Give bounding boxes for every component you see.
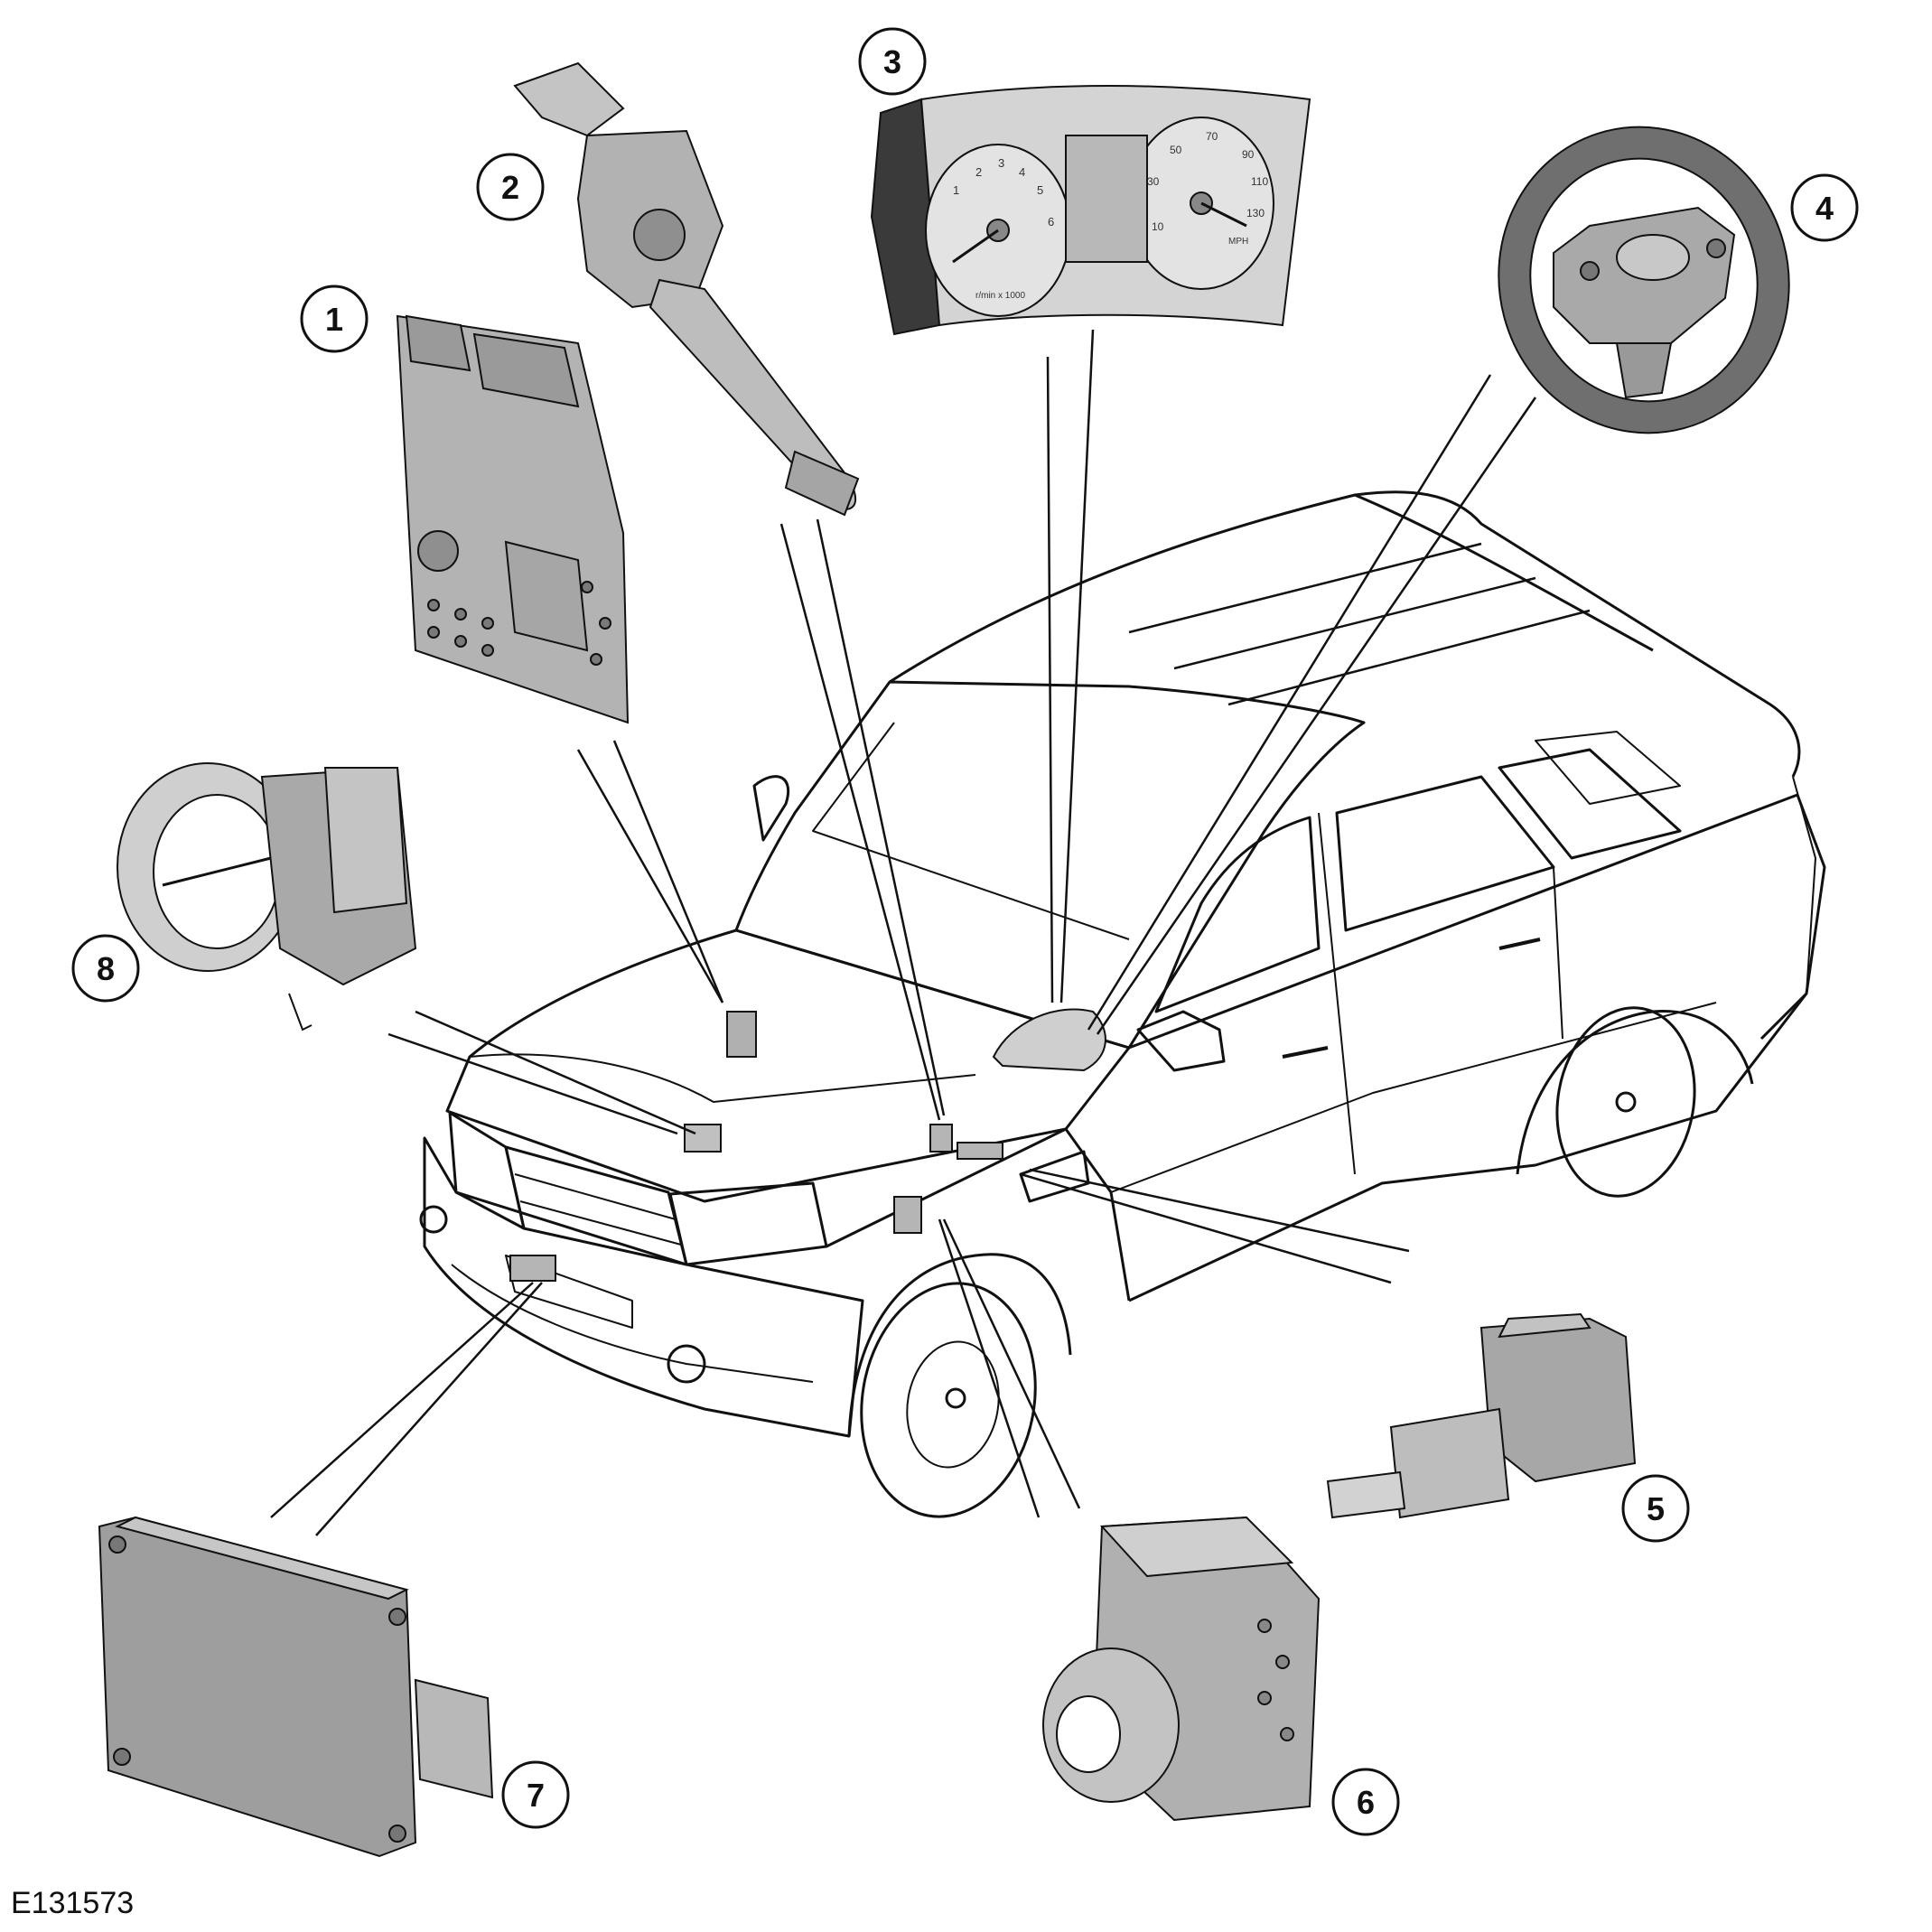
tacho-labels: 1 2 3 4 5 6 r/min x 1000	[953, 156, 1054, 301]
accelerator-pedal-icon	[513, 61, 860, 517]
tacho-tick-1: 1	[953, 183, 959, 197]
tacho-unit: r/min x 1000	[975, 291, 1025, 301]
callout-4-label: 4	[1815, 190, 1834, 227]
vehicle-outline	[419, 490, 1826, 1518]
speedo-tick-90: 90	[1242, 148, 1255, 161]
tacho-tick-2: 2	[975, 165, 982, 179]
callout-8-label: 8	[97, 950, 115, 987]
steering-wheel-icon	[1498, 126, 1790, 434]
callout-2-label: 2	[501, 169, 519, 206]
tacho-tick-5: 5	[1037, 183, 1043, 197]
vehicle-interior-parts	[509, 1008, 1106, 1282]
callout-7-label: 7	[527, 1777, 545, 1814]
callout-2: 2	[476, 153, 545, 221]
callout-8: 8	[71, 934, 140, 1003]
throttle-body-icon	[117, 762, 417, 1031]
callout-1: 1	[300, 285, 369, 353]
speedo-tick-110: 110	[1251, 175, 1268, 188]
speedo-tick-130: 130	[1246, 207, 1265, 219]
callout-6: 6	[1331, 1768, 1400, 1836]
speedo-tick-10: 10	[1152, 220, 1164, 233]
leader-lines	[270, 329, 1537, 1536]
radar-sensor-module-icon	[98, 1516, 494, 1858]
tacho-tick-3: 3	[998, 156, 1004, 170]
callout-5: 5	[1621, 1474, 1690, 1543]
speedo-tick-50: 50	[1170, 144, 1182, 156]
abs-modulator-icon	[1042, 1516, 1321, 1822]
instrument-cluster-icon	[870, 85, 1311, 336]
callout-3-label: 3	[883, 43, 901, 80]
figure-id: E131573	[11, 1886, 134, 1920]
callout-4: 4	[1790, 173, 1859, 242]
tacho-tick-6: 6	[1048, 215, 1054, 229]
engine-control-module-icon	[396, 314, 630, 724]
callout-1-label: 1	[325, 301, 343, 338]
brake-switch-icon	[1326, 1312, 1637, 1519]
speedo-tick-70: 70	[1206, 130, 1218, 143]
speedo-unit: MPH	[1228, 237, 1248, 247]
speedo-tick-30: 30	[1147, 175, 1160, 188]
speedo-labels: 10 30 50 70 90 110 130 MPH	[1147, 130, 1268, 247]
callout-6-label: 6	[1357, 1784, 1375, 1821]
callout-3: 3	[858, 27, 927, 96]
callout-7: 7	[501, 1760, 570, 1829]
tacho-tick-4: 4	[1019, 165, 1025, 179]
callout-5-label: 5	[1647, 1490, 1665, 1527]
